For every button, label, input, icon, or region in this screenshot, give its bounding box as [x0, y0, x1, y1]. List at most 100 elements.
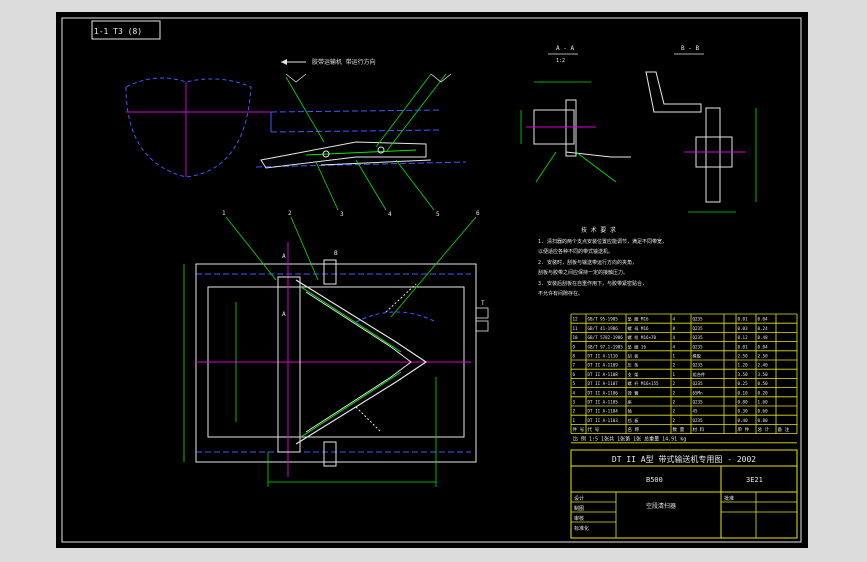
drawing-no-left: B500 [646, 476, 663, 484]
bom-header-cell: 备 注 [778, 426, 790, 433]
main-shaft [277, 276, 301, 453]
section-aa-label: A - A [556, 45, 574, 52]
bom-cell: 65Mn [693, 390, 704, 395]
t-box-2 [475, 320, 489, 332]
bom-cell: 螺 杆 M16×155 [628, 380, 660, 387]
title-block: DT II A型 带式输送机专用图 - 2002 B500 3E21 空段清扫器… [570, 449, 798, 539]
view-letter-b: B [334, 250, 338, 257]
sheet-code-box [91, 20, 161, 40]
bom-cell: 支 架 [628, 371, 639, 378]
section-bb-label: B - B [681, 45, 699, 52]
tech-title: 技 术 要 求 [581, 226, 616, 234]
bom-cell: 0.80 [758, 418, 769, 423]
bom-header-cell: 数 量 [673, 426, 685, 433]
aa-bracket [565, 151, 631, 158]
leader-5 [395, 159, 435, 211]
bom-cell: 2 [673, 363, 676, 368]
bom-cell: GB/T 97.1-1985 [588, 344, 624, 349]
bom-cell: DT II A-1108 [588, 372, 619, 377]
aa-leader-2 [575, 151, 617, 183]
bom-cell: 12 [573, 317, 579, 322]
callout-6: 6 [476, 210, 480, 217]
bom-cell: DT II A-1110 [588, 354, 619, 359]
tech-line-3: 2. 安装时，刮板与输送带运行方向的夹角， [538, 259, 637, 266]
bom-cell: 0.25 [738, 381, 749, 386]
bom-cell: Q235 [693, 363, 704, 368]
bom-cell: Q235 [693, 335, 704, 340]
bom-cell: 2 [673, 400, 676, 405]
tech-line-4: 刮板与胶带之间应保持一定的接触压力。 [538, 269, 628, 276]
bom-cell: 6 [573, 372, 576, 377]
bom-cell: 1 [673, 372, 676, 377]
bom-cell: Q235 [693, 344, 704, 349]
bom-cell: 橡胶 [693, 353, 701, 360]
bom-scale-row: 比 例 1:5 1张共 1张第 1张 总重量 14.91 kg [573, 435, 686, 442]
scraper-blade [305, 149, 417, 156]
tb-standard: 标准化 [574, 525, 589, 532]
bom-cell: 螺 栓 M16×70 [628, 334, 657, 341]
bom-cell: DT II A-1106 [588, 390, 619, 395]
view-letter-t: T [481, 300, 485, 307]
angle-mark-2 [430, 73, 452, 83]
bom-cell: 弹 簧 [628, 389, 639, 396]
bom-cell: DT II A-1104 [588, 409, 619, 414]
plan-drum-arc [355, 311, 437, 323]
drawing-frame [61, 17, 802, 543]
pivot-2 [377, 146, 385, 154]
part-name: 空段清扫器 [646, 502, 676, 510]
bom-cell: 0.03 [738, 326, 749, 331]
bom-cell: 4 [673, 344, 676, 349]
belt-upper [270, 109, 442, 113]
bom-cell: 刮 板 [628, 353, 640, 360]
leader-2 [290, 216, 319, 281]
section-aa: A - A 1:2 [520, 45, 631, 183]
view-letter-a2: A [282, 311, 286, 318]
leader-1 [225, 216, 277, 281]
bom-cell: Q235 [693, 326, 704, 331]
tech-line-5: 3. 安装后刮板在自重作用下，与胶带紧密贴合， [538, 280, 647, 287]
tech-line-1: 1. 清扫器的两个支点安装位置应能调节，满足不同带宽， [538, 238, 667, 245]
bom-cell: DT II A-1105 [588, 400, 619, 405]
tb-designer: 设计 [574, 495, 584, 502]
bom-cell: 0.20 [758, 390, 769, 395]
bom-cell: Q235 [693, 418, 704, 423]
bom-cell: 0.50 [758, 381, 769, 386]
tech-line-2: 以便适应各种不同的带式输送机。 [538, 248, 613, 255]
bom-cell: 11 [573, 326, 579, 331]
t-box-1 [475, 307, 489, 319]
bom-cell: 2 [673, 418, 676, 423]
section-aa-ratio: 1:2 [556, 58, 565, 64]
tb-drafter: 制图 [574, 505, 584, 512]
bom-header-cell: 名 称 [628, 426, 640, 433]
bom-cell: 轴 [628, 408, 632, 415]
bom-cell: 0.12 [738, 335, 749, 340]
pivot-1 [322, 150, 330, 158]
bom-cell: 组合件 [693, 371, 706, 378]
bom-cell: 2 [673, 381, 676, 386]
bom-cell: 0.60 [758, 409, 769, 414]
bom-cell: 0.48 [758, 335, 769, 340]
bom-cell: 座 [628, 399, 632, 406]
bom-cell: 2 [673, 390, 676, 395]
bom-cell: DT II A-1107 [588, 381, 619, 386]
bom-cell: 0.80 [738, 400, 749, 405]
bom-cell: 1 [573, 418, 576, 423]
bom-cell: 2 [573, 409, 576, 414]
scraper-green [300, 286, 402, 353]
bom-cell: 0.01 [738, 317, 749, 322]
leader-6 [390, 216, 477, 318]
cad-drawing: 1-1 T3 (8) 胶带运输机 带运行方向 3 4 5 [61, 17, 802, 543]
drum-outline [125, 77, 252, 178]
bb-plate [705, 107, 721, 203]
bom-cell: GB/T 5782-1986 [588, 335, 624, 340]
bom-cell: 1.20 [738, 363, 749, 368]
bom-cell: 螺 母 M16 [628, 325, 649, 332]
bom-cell: 0.04 [758, 344, 769, 349]
bom-cell: 4 [673, 317, 676, 322]
bom-cell: 0.30 [738, 409, 749, 414]
sheet-code: 1-1 T3 (8) [94, 27, 142, 36]
bom-header-cell: 材 料 [693, 426, 705, 433]
bom-cell: 挡 板 [628, 417, 640, 424]
tb-approver: 批准 [724, 495, 734, 502]
flow-note: 胶带运输机 带运行方向 [312, 58, 376, 66]
